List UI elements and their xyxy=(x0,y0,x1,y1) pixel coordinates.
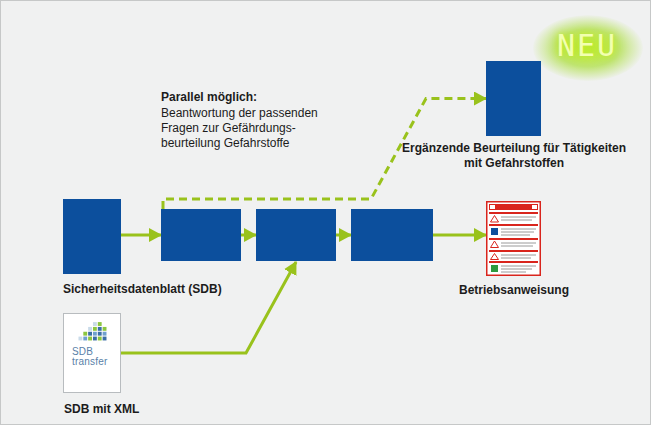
node-caption: Ergänzende Beurteilung für Tätigkeiten m… xyxy=(398,141,630,171)
process-box xyxy=(256,209,336,261)
assessment-document: Ergänzende Beurteilung für Tätigkeiten m… xyxy=(486,61,541,136)
node-caption: Sicherheitsdatenblatt (SDB) xyxy=(63,282,273,297)
document-block: Sicherheitsdatenblatt (SDB) xyxy=(63,199,121,274)
instruction-sheet-icon: Betriebsanweisung xyxy=(486,201,541,276)
logo-text: SDB transfer xyxy=(72,347,118,367)
flow-arrow xyxy=(241,234,256,237)
flow-arrow xyxy=(121,262,296,353)
process-box xyxy=(161,209,241,261)
process-box xyxy=(351,209,433,261)
flow-arrow xyxy=(336,234,351,237)
node-caption: Betriebsanweisung xyxy=(444,283,584,298)
xml-document-icon: SDB transferSDB mit XML xyxy=(63,313,121,393)
flow-arrow xyxy=(121,234,161,237)
note-heading: Parallel möglich: xyxy=(161,90,361,105)
node-caption: SDB mit XML xyxy=(64,402,274,417)
note-text: Beantwortung der passenden Fragen zur Ge… xyxy=(161,106,339,151)
flow-arrow xyxy=(433,234,486,237)
new-badge: NEU xyxy=(557,29,637,63)
